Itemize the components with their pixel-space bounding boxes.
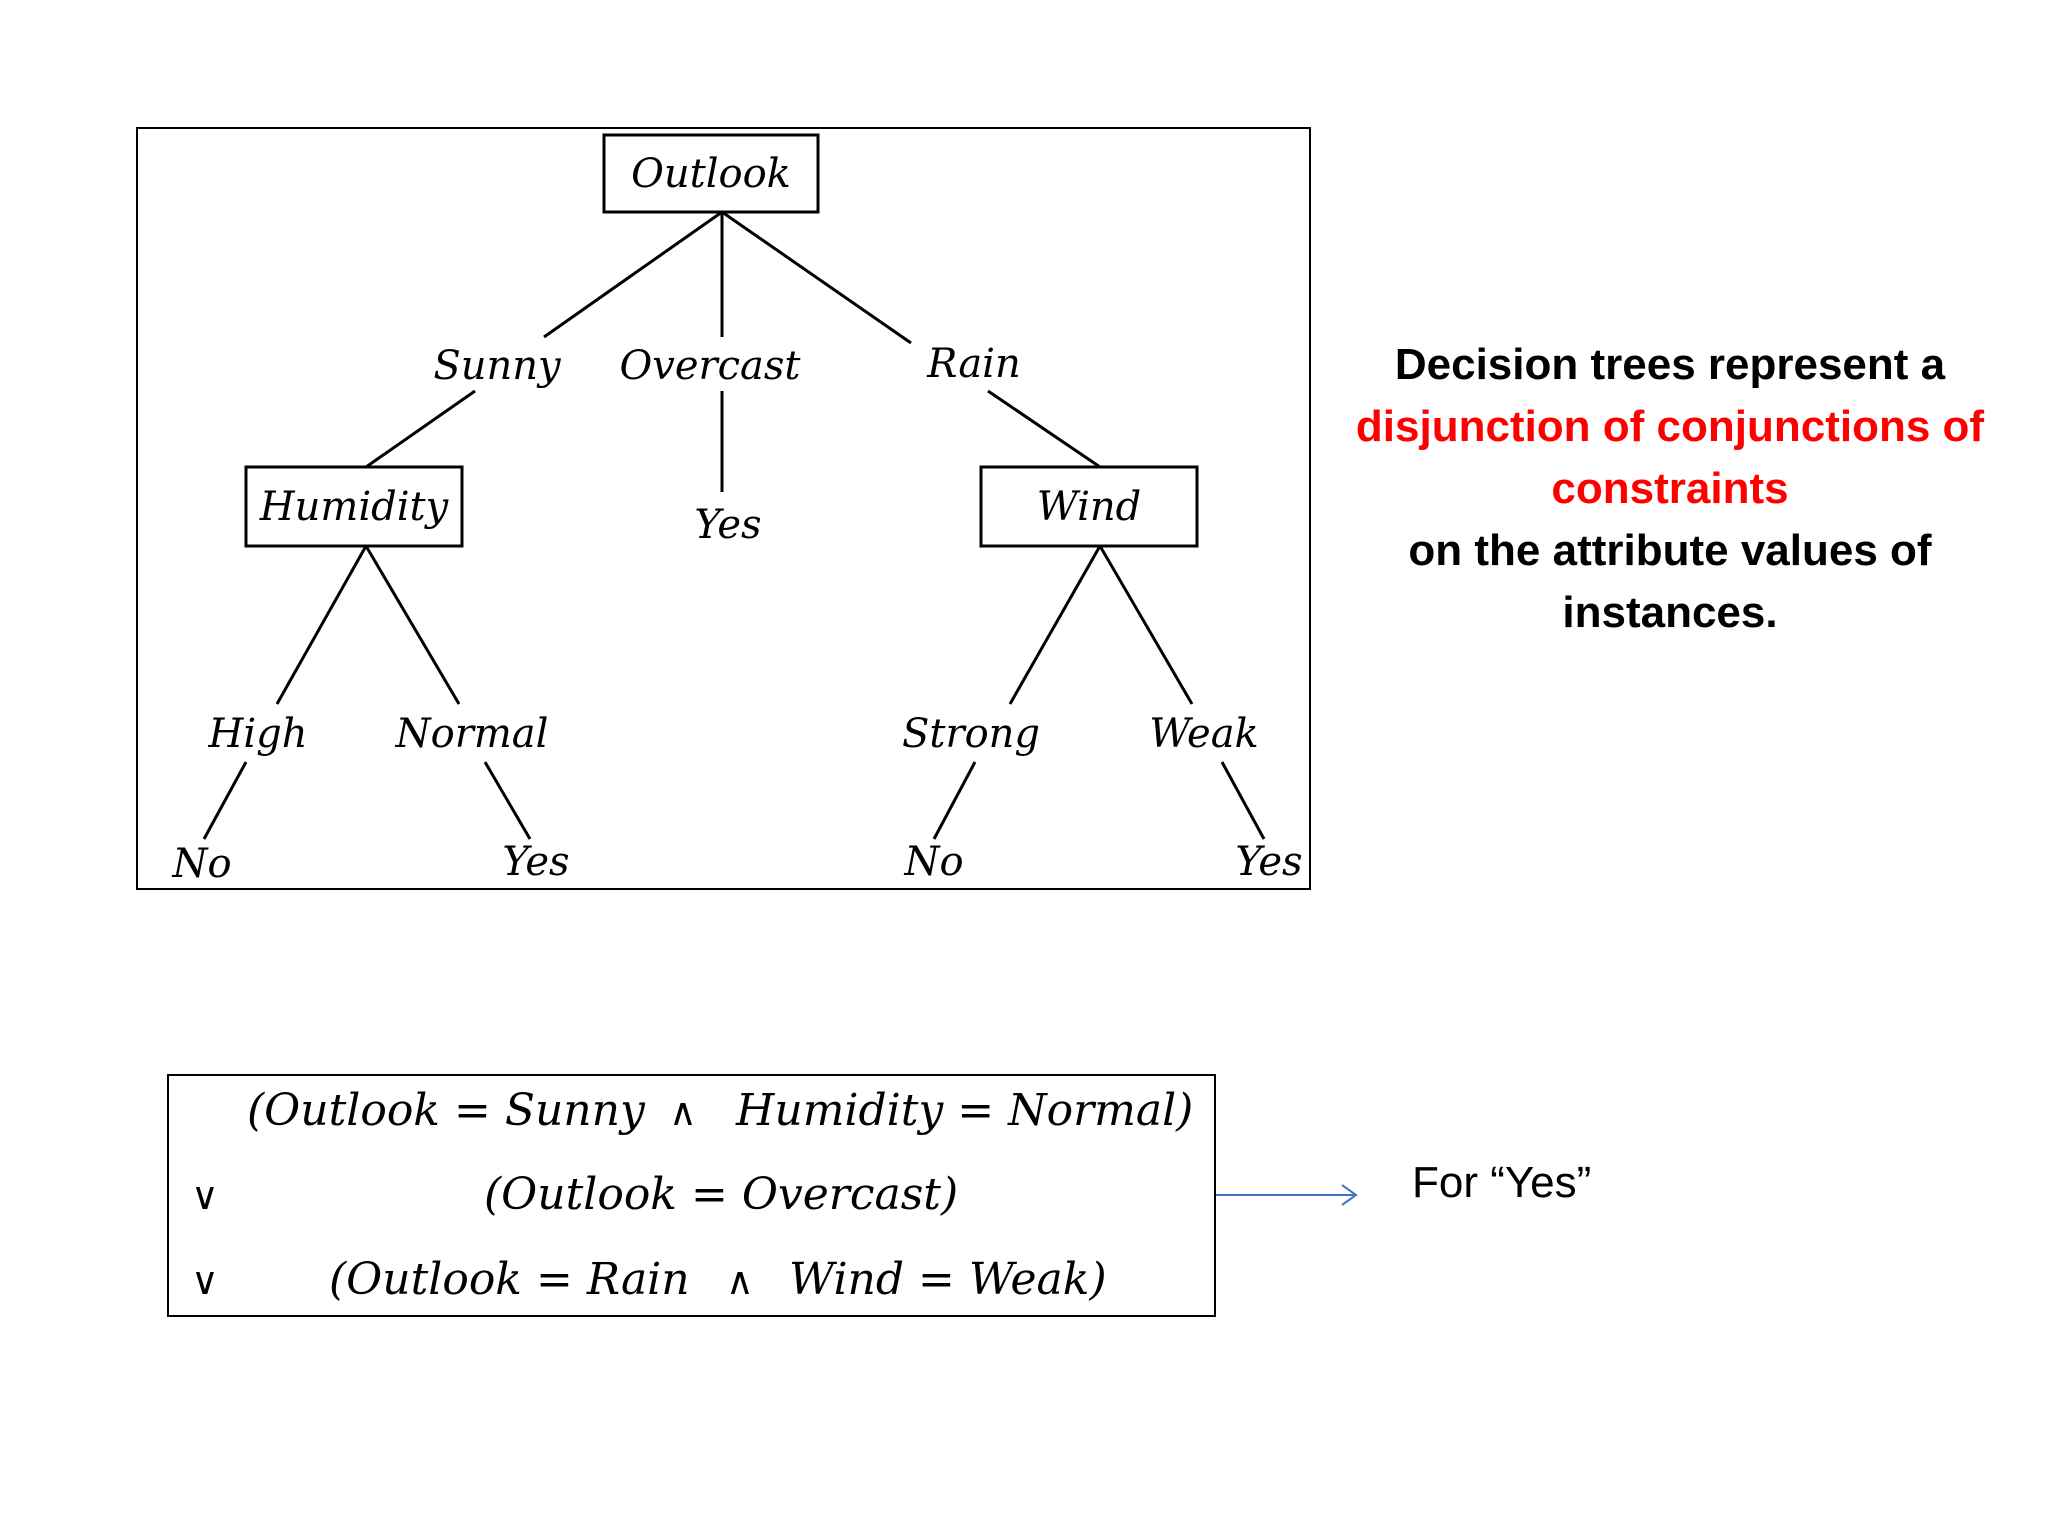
edge-humidity-high <box>275 545 368 705</box>
humidity-label: Humidity <box>259 484 450 530</box>
expr-row2: (Outlook = Overcast) <box>484 1169 958 1220</box>
expr-row1-right: Humidity = Normal) <box>735 1085 1193 1136</box>
edge-root-sunny <box>543 210 723 339</box>
humidity-node <box>244 465 464 548</box>
branch-strong-label: Strong <box>902 711 1040 757</box>
decision-tree-svg: Outlook Sunny Overcast Rain Humidity Yes… <box>171 133 1303 887</box>
edge-root-rain <box>721 210 912 345</box>
logical-expression-box: (Outlook = Sunny ∧ Humidity = Normal) ∨ … <box>167 1074 1216 1317</box>
leaf-strong-no: No <box>903 839 963 885</box>
description-line-4: instances. <box>1562 588 1778 637</box>
outlook-node <box>602 133 820 214</box>
outlook-label: Outlook <box>631 151 791 197</box>
expr-row2-or: ∨ <box>191 1174 219 1218</box>
edge-wind-weak <box>1098 545 1194 705</box>
leaf-weak-yes: Yes <box>1235 839 1302 885</box>
edge-strong-no <box>932 761 977 840</box>
arrow-head <box>1341 1184 1358 1206</box>
edge-normal-yes <box>483 761 532 840</box>
description-line-1: Decision trees represent a <box>1394 340 1946 389</box>
description-line-3: on the attribute values of <box>1408 526 1932 575</box>
overcast-yes-leaf: Yes <box>694 502 761 548</box>
for-yes-label: For “Yes” <box>1412 1158 1592 1207</box>
arrow-to-yes <box>1216 1184 1358 1206</box>
expr-row1-left: (Outlook = Sunny <box>247 1085 646 1136</box>
branch-high-label: High <box>207 711 307 757</box>
branch-sunny-label: Sunny <box>433 343 562 389</box>
edge-humidity-normal <box>364 545 461 705</box>
edge-rain-wind <box>987 389 1101 469</box>
leaf-normal-yes: Yes <box>502 839 569 885</box>
description-text: Decision trees represent a disjunction o… <box>1340 334 2000 644</box>
branch-rain-label: Rain <box>926 341 1020 387</box>
edge-weak-yes <box>1220 761 1266 840</box>
description-highlight-1: disjunction of conjunctions of <box>1355 402 1985 451</box>
branch-normal-label: Normal <box>395 711 549 757</box>
expr-row1-and: ∧ <box>669 1090 697 1134</box>
edge-high-no <box>202 761 248 840</box>
expr-row3-and: ∧ <box>726 1259 754 1303</box>
decision-tree-figure: Outlook Sunny Overcast Rain Humidity Yes… <box>136 127 1311 890</box>
edge-sunny-humidity <box>365 389 476 469</box>
description-highlight-2: constraints <box>1551 464 1789 513</box>
logical-expression-svg: (Outlook = Sunny ∧ Humidity = Normal) ∨ … <box>191 1085 1193 1305</box>
branch-overcast-label: Overcast <box>619 343 801 389</box>
expr-row3-or: ∨ <box>191 1259 219 1303</box>
branch-weak-label: Weak <box>1149 711 1259 757</box>
leaf-high-no: No <box>171 841 231 887</box>
wind-node <box>979 465 1199 548</box>
edge-wind-strong <box>1008 545 1102 705</box>
expr-row3-left: (Outlook = Rain <box>329 1254 690 1305</box>
wind-label: Wind <box>1037 484 1142 530</box>
expr-row3-right: Wind = Weak) <box>789 1254 1107 1305</box>
